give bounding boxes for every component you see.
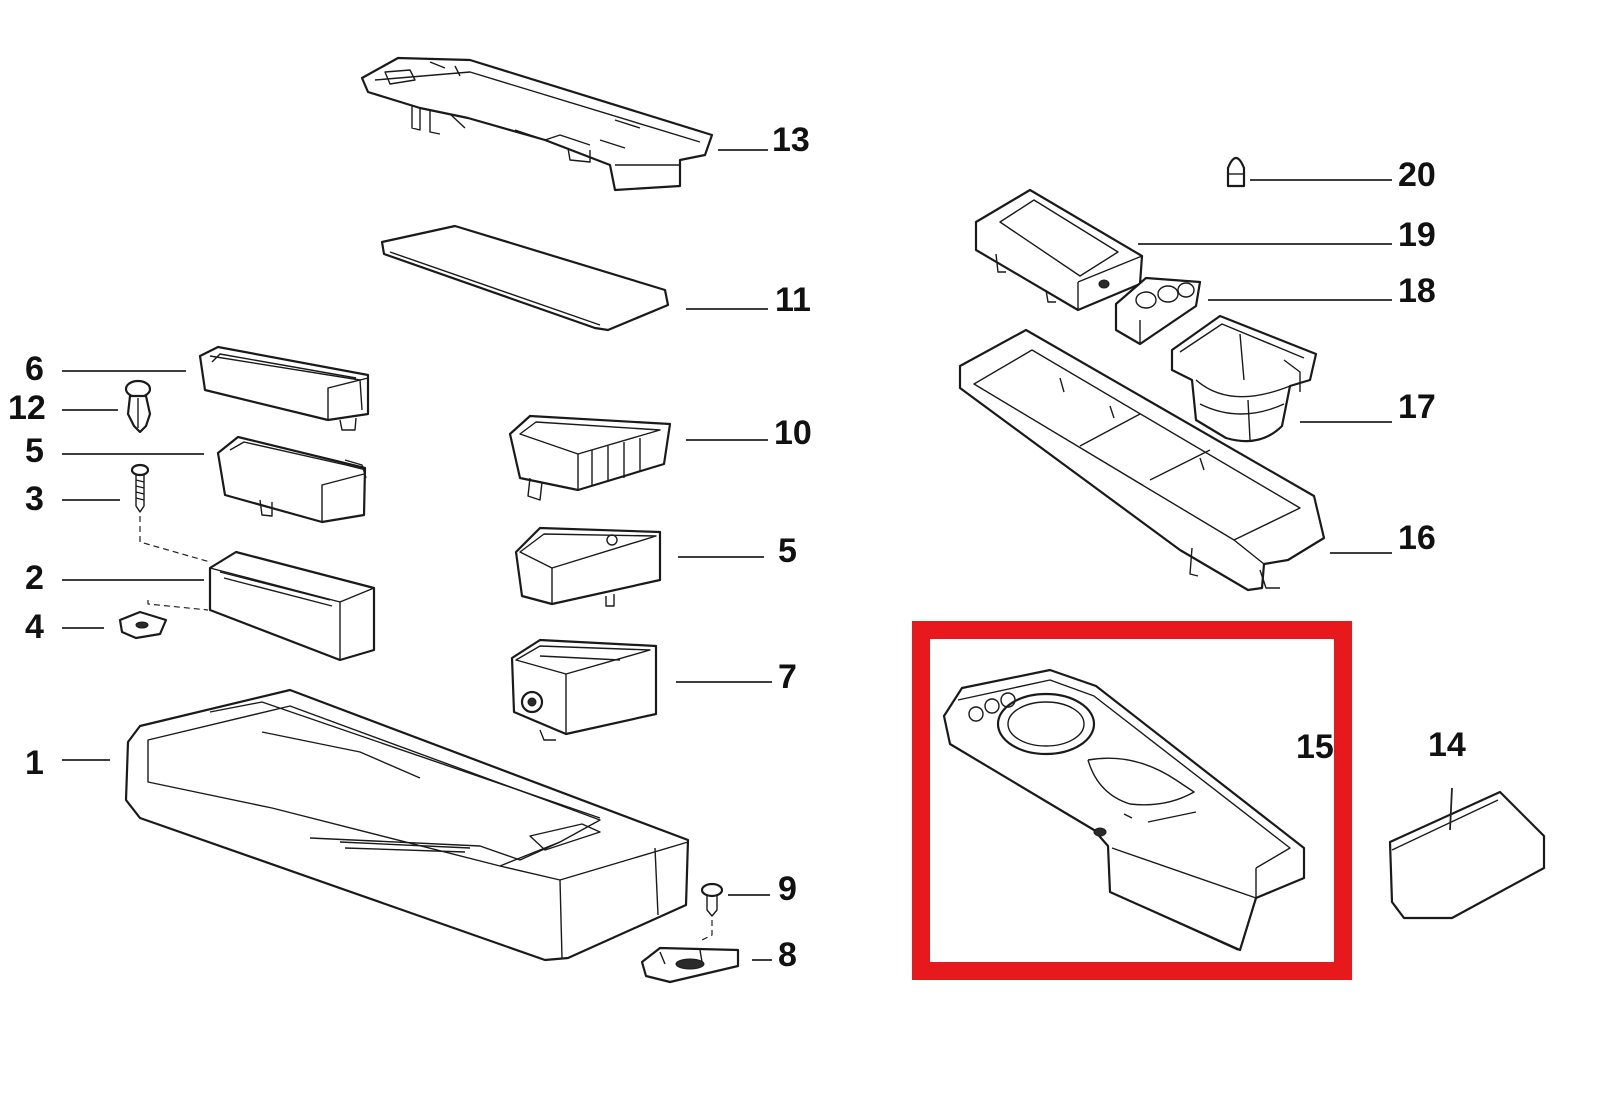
part-19-light-housing	[974, 188, 1144, 312]
label-7: 7	[778, 658, 797, 696]
part-20-bulb	[1226, 156, 1246, 188]
leader-14	[1449, 787, 1453, 831]
label-14: 14	[1428, 726, 1466, 764]
part-7-socket-box	[510, 638, 658, 741]
dash-3-to-2	[139, 516, 211, 563]
part-16-frame	[958, 328, 1326, 592]
label-9: 9	[778, 870, 797, 908]
label-4: 4	[25, 608, 44, 646]
part-2-box	[208, 550, 376, 662]
label-12: 12	[8, 389, 46, 427]
part-8-clip-bracket	[640, 946, 740, 984]
part-1-console-base	[124, 688, 690, 962]
label-11: 11	[775, 281, 811, 319]
label-1: 1	[25, 744, 44, 782]
part-3-screw	[130, 463, 150, 513]
highlight-box	[912, 621, 1352, 980]
part-5-tray-right	[514, 526, 662, 607]
dash-4-to-2	[147, 600, 209, 611]
label-19: 19	[1398, 216, 1436, 254]
part-17-cup-holder	[1170, 314, 1318, 443]
label-3: 3	[25, 480, 44, 518]
label-8: 8	[778, 936, 797, 974]
part-10-ashtray-insert	[508, 414, 672, 501]
label-16: 16	[1398, 519, 1436, 557]
label-10: 10	[774, 414, 812, 452]
dash-9-to-8	[701, 920, 713, 941]
label-5a: 5	[25, 432, 44, 470]
label-18: 18	[1398, 272, 1436, 310]
part-14-cover-plate	[1388, 790, 1546, 920]
label-20: 20	[1398, 156, 1436, 194]
label-5b: 5	[778, 532, 797, 570]
part-15-console-cover	[942, 668, 1306, 952]
part-6-tray	[198, 345, 370, 431]
part-9-screw	[700, 882, 724, 917]
part-11-mat	[380, 224, 670, 332]
label-2: 2	[25, 559, 44, 597]
label-17: 17	[1398, 388, 1436, 426]
part-12-push-clip	[124, 379, 152, 434]
part-4-clip-nut	[118, 610, 168, 640]
label-15: 15	[1296, 728, 1334, 766]
part-13-mounting-plate	[360, 56, 714, 192]
part-18-coin-holder	[1114, 276, 1202, 346]
label-13: 13	[772, 121, 810, 159]
label-6: 6	[25, 350, 44, 388]
part-5-tray-left	[216, 435, 367, 524]
